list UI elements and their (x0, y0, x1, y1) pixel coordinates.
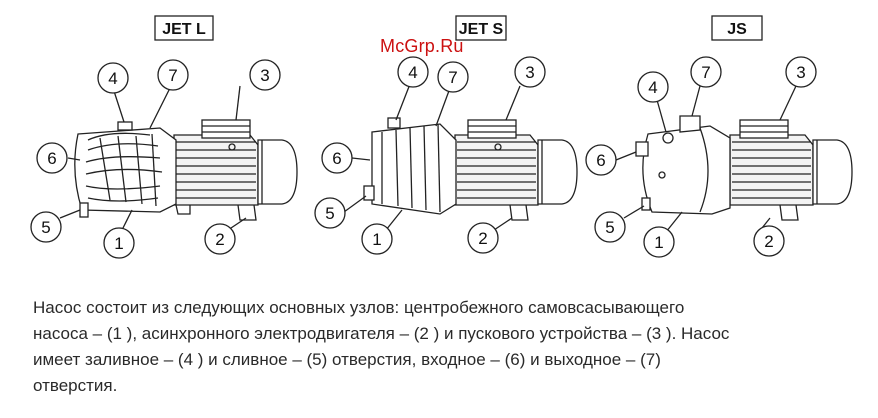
callout-7: 7 (701, 63, 710, 82)
callout-5: 5 (41, 218, 50, 237)
caption-line: Насос состоит из следующих основных узло… (33, 298, 685, 317)
motor-fins-jet-l (176, 141, 256, 199)
pump-diagram-figure: JET L JET S JS 4 7 3 6 5 1 2 4 7 3 6 5 1… (30, 15, 853, 259)
pump-js (585, 15, 853, 258)
callout-3: 3 (260, 66, 269, 85)
panel-label-js: JS (727, 21, 747, 38)
callout-4: 4 (108, 69, 117, 88)
callout-5: 5 (325, 204, 334, 223)
callout-7: 7 (168, 66, 177, 85)
callout-3: 3 (525, 63, 534, 82)
callout-4: 4 (408, 63, 417, 82)
pump-jet-s (314, 15, 578, 255)
callout-3: 3 (796, 63, 805, 82)
callout-6: 6 (596, 151, 605, 170)
caption-line: имеет заливное – (4 ) и сливное – (5) от… (33, 350, 661, 369)
watermark: McGrp.Ru (380, 36, 464, 56)
callout-7: 7 (448, 68, 457, 87)
caption-line: насоса – (1 ), асинхронного электродвига… (33, 324, 730, 343)
callout-1: 1 (372, 230, 381, 249)
caption-line: отверстия. (33, 376, 118, 395)
callout-2: 2 (764, 232, 773, 251)
callout-2: 2 (478, 229, 487, 248)
callout-6: 6 (47, 149, 56, 168)
panel-label-jet-l: JET L (162, 21, 206, 38)
callout-1: 1 (654, 233, 663, 252)
callout-4: 4 (648, 78, 657, 97)
callout-6: 6 (332, 149, 341, 168)
caption-paragraph: Насос состоит из следующих основных узло… (33, 295, 863, 399)
pump-jet-l (30, 15, 298, 259)
callout-5: 5 (605, 218, 614, 237)
panel-label-jet-s: JET S (459, 21, 504, 38)
callout-2: 2 (215, 230, 224, 249)
callout-1: 1 (114, 234, 123, 253)
